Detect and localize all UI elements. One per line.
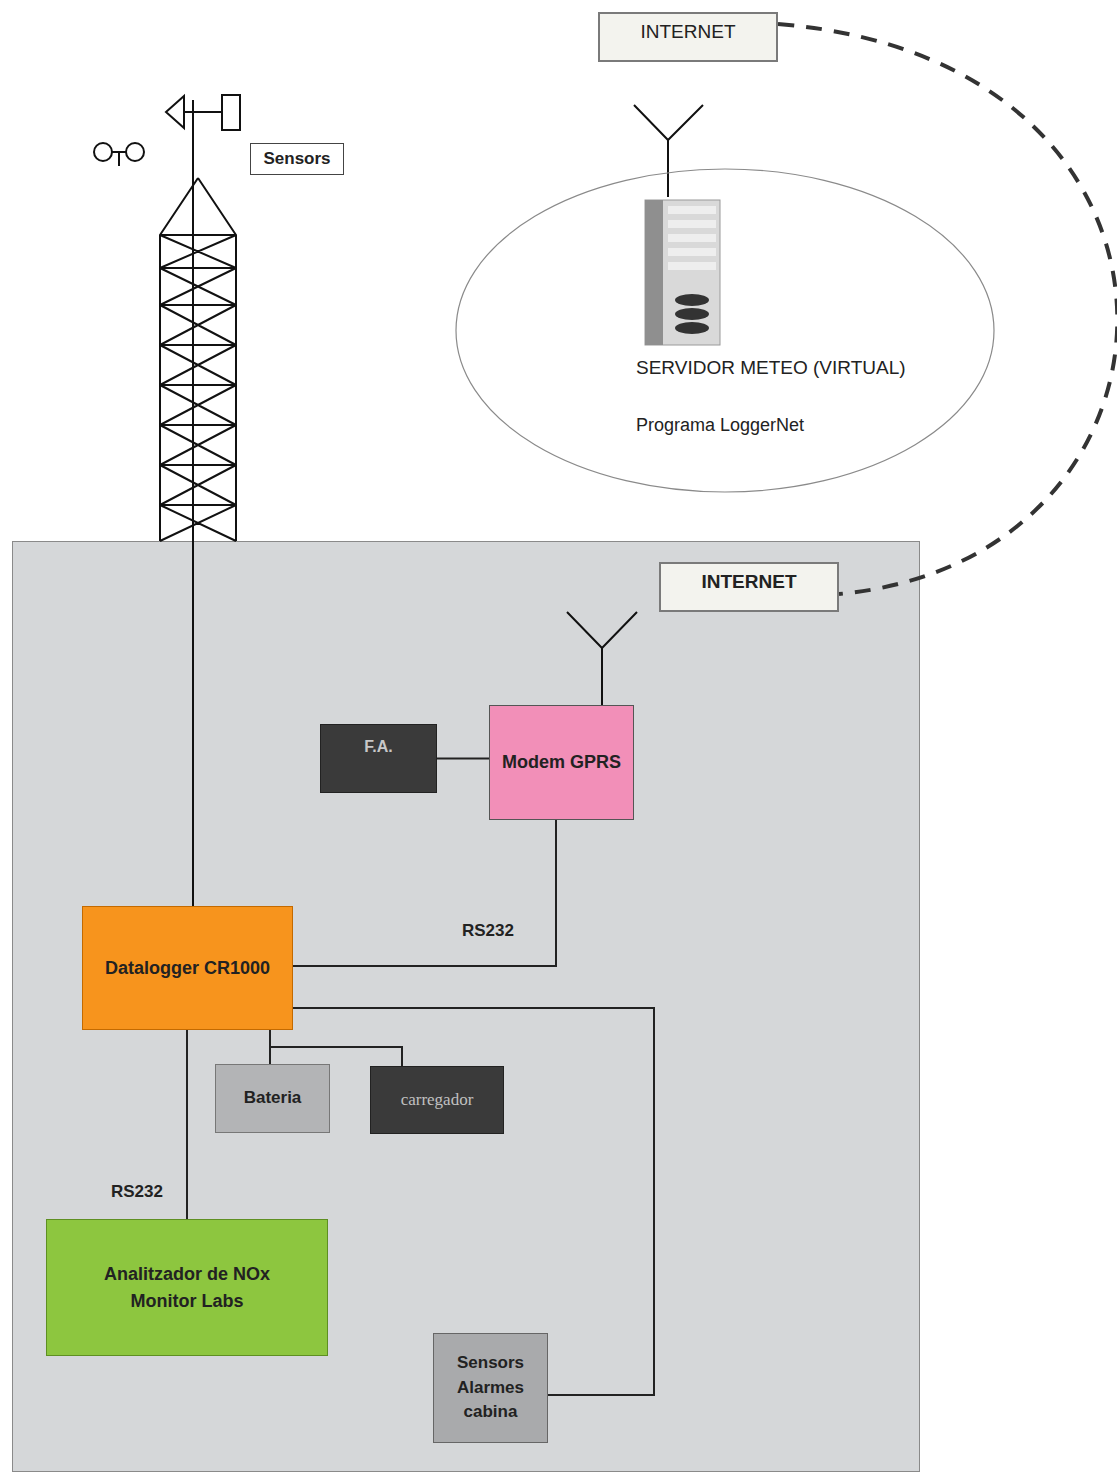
node-text: Datalogger CR1000 <box>105 955 270 981</box>
server-ellipse: SERVIDOR METEO (VIRTUAL) Programa LoggerN… <box>455 168 995 493</box>
wind-sensors <box>94 95 240 166</box>
connector <box>293 820 556 966</box>
node-text: F.A. <box>364 735 392 758</box>
internet-box: INTERNET <box>659 562 839 612</box>
charger-box: carregador <box>370 1066 504 1134</box>
signal-label: RS232 <box>111 1182 163 1202</box>
signal-label: RS232 <box>462 921 514 941</box>
server-icon <box>645 200 720 345</box>
node-text: Bateria <box>244 1086 302 1111</box>
node-text: Sensors Alarmes cabina <box>451 1351 531 1425</box>
node-text: Modem GPRS <box>502 749 621 775</box>
power-box: F.A. <box>320 724 437 793</box>
connector <box>186 1030 188 1219</box>
node-text: INTERNET <box>641 18 736 46</box>
internet-box: INTERNET <box>598 12 778 62</box>
node-text: INTERNET <box>702 568 797 596</box>
node-text: SERVIDOR METEO (VIRTUAL) <box>636 354 906 382</box>
datalogger-box: Datalogger CR1000 <box>82 906 293 1030</box>
ellipse-outline <box>455 168 995 493</box>
node-text: carregador <box>401 1088 474 1113</box>
alarm-sensors-box: Sensors Alarmes cabina <box>433 1333 548 1443</box>
connector <box>437 758 489 760</box>
modem-box: Modem GPRS <box>489 705 634 820</box>
node-text: Programa LoggerNet <box>636 412 804 438</box>
tower <box>160 100 236 906</box>
node-text: Analitzador de NOx Monitor Labs <box>102 1261 272 1313</box>
analyzer-box: Analitzador de NOx Monitor Labs <box>46 1219 328 1356</box>
connector <box>778 24 1117 594</box>
antenna <box>567 105 703 705</box>
battery-box: Bateria <box>215 1064 330 1133</box>
node-text: Sensors <box>263 147 330 172</box>
label-box: Sensors <box>250 143 344 175</box>
connector <box>270 1030 402 1066</box>
